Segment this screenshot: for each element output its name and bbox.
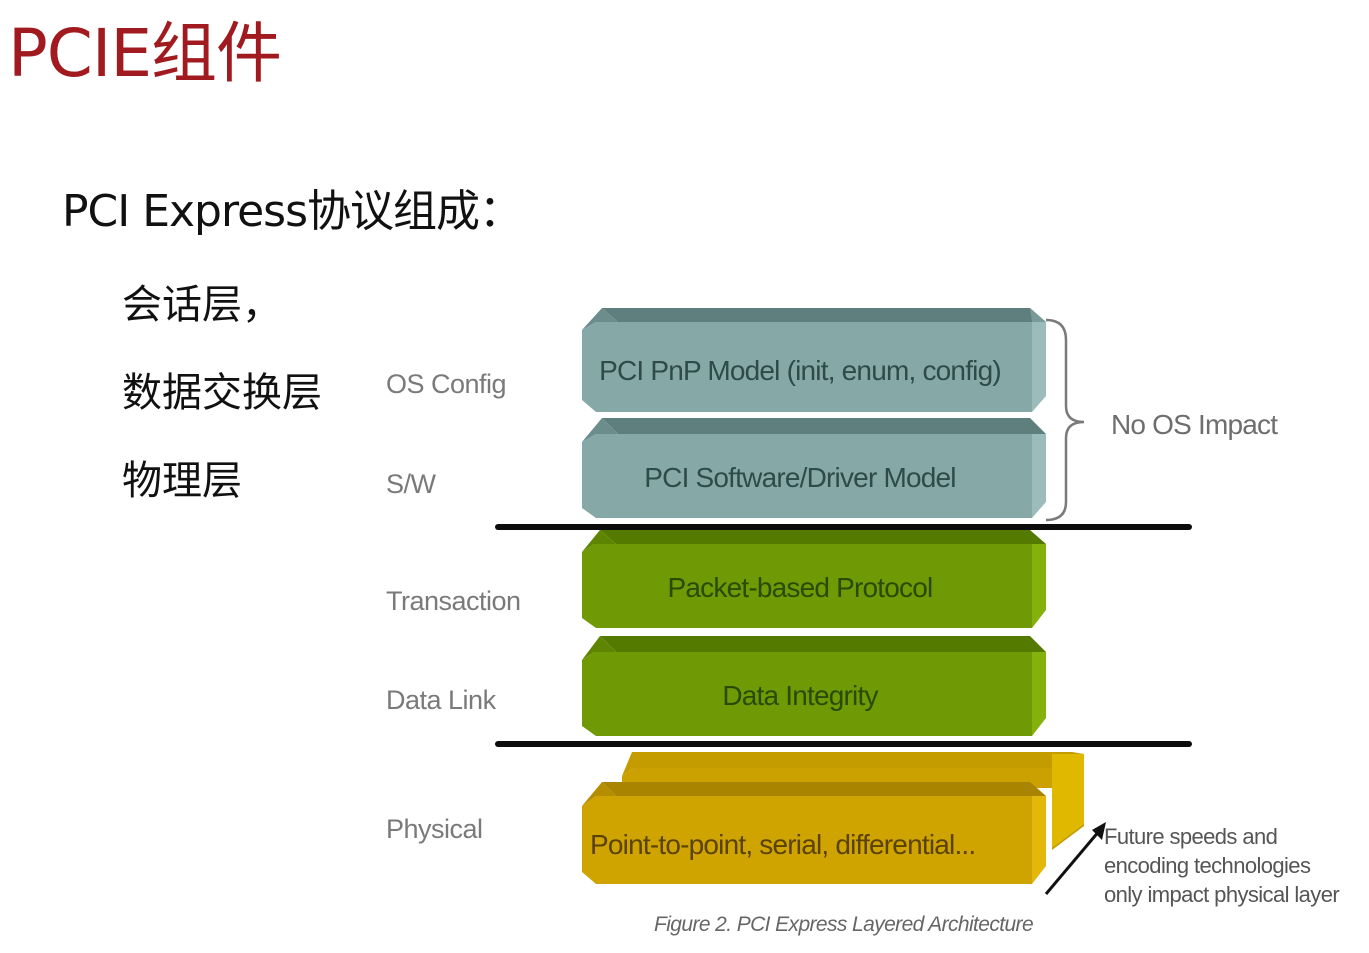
bullet-session-layer: 会话层， bbox=[122, 282, 282, 328]
arrow-up-right-icon bbox=[1044, 822, 1106, 895]
block-pnp-model: PCI PnP Model (init, enum, config) bbox=[582, 308, 1048, 412]
divider-software-link bbox=[495, 524, 1192, 530]
layer-label-data-link: Data Link bbox=[386, 685, 496, 715]
block-physical-label: Point-to-point, serial, differential... bbox=[590, 829, 976, 860]
block-packet-protocol: Packet-based Protocol bbox=[582, 530, 1048, 630]
figure-caption: Figure 2. PCI Express Layered Architectu… bbox=[654, 913, 1034, 936]
block-pnp-label: PCI PnP Model (init, enum, config) bbox=[599, 355, 1002, 386]
future-speeds-note: Future speeds and encoding technologies … bbox=[1104, 824, 1340, 907]
bullet-physical-layer: 物理层 bbox=[122, 458, 242, 504]
slide-title: PCIE组件 bbox=[8, 15, 282, 92]
slide-subtitle: PCI Express协议组成： bbox=[62, 186, 523, 237]
block-data-integrity-label: Data Integrity bbox=[722, 680, 878, 711]
block-transaction-shape bbox=[582, 530, 1046, 628]
no-os-impact-note: No OS Impact bbox=[1111, 409, 1278, 440]
block-physical-shape bbox=[582, 752, 1084, 884]
layer-label-physical: Physical bbox=[386, 814, 483, 844]
bullet-data-exchange-layer: 数据交换层 bbox=[122, 370, 322, 416]
layer-label-sw: S/W bbox=[386, 469, 436, 499]
block-packet-protocol-label: Packet-based Protocol bbox=[667, 572, 934, 603]
block-sw-label: PCI Software/Driver Model bbox=[644, 462, 956, 493]
block-data-integrity: Data Integrity bbox=[582, 636, 1048, 738]
curly-brace-icon bbox=[1045, 318, 1085, 522]
block-software-driver-model: PCI Software/Driver Model bbox=[582, 418, 1048, 520]
layer-label-os-config: OS Config bbox=[386, 369, 507, 399]
layer-label-transaction: Transaction bbox=[386, 586, 521, 616]
block-physical: Point-to-point, serial, differential... bbox=[582, 748, 1087, 886]
block-sw-shape bbox=[582, 418, 1046, 518]
block-pnp-shape bbox=[582, 308, 1046, 412]
divider-link-physical bbox=[495, 741, 1192, 747]
block-datalink-shape bbox=[582, 636, 1046, 736]
